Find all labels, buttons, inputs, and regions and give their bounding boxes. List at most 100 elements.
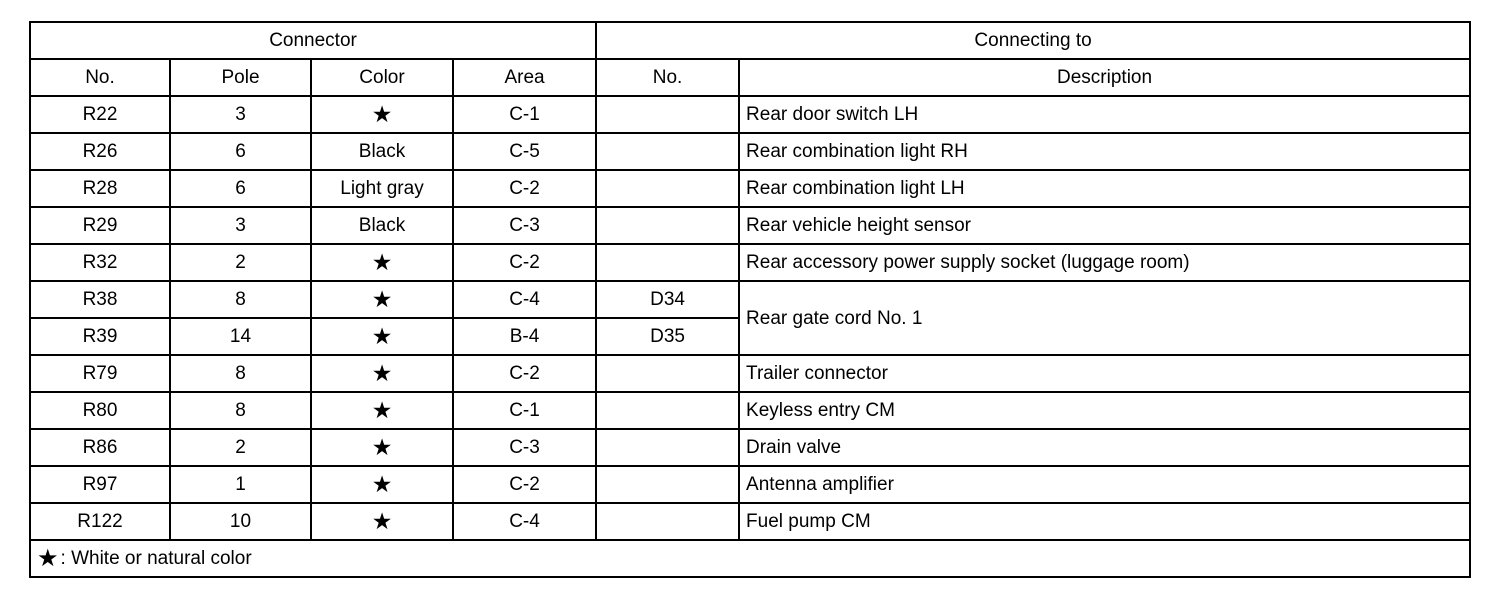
cell-connector-area: B-4	[451, 317, 598, 356]
table-header: Connector Connecting to No. Pole Color A…	[28, 21, 1472, 97]
cell-connector-area: C-1	[451, 391, 598, 430]
star-icon: ★	[371, 249, 393, 275]
star-icon: ★	[371, 434, 393, 460]
cell-connecting-description: Fuel pump CM	[738, 502, 1472, 541]
cell-connector-no: R28	[29, 169, 171, 208]
footnote-cell: ★: White or natural color	[28, 539, 1472, 578]
cell-connector-pole: 3	[169, 95, 312, 134]
cell-connector-pole: 8	[169, 391, 312, 430]
column-header-description: Description	[738, 58, 1472, 97]
cell-connector-no: R32	[29, 243, 171, 282]
column-header-row: No. Pole Color Area No. Description	[29, 58, 1472, 97]
cell-connecting-description: Rear combination light LH	[738, 169, 1472, 208]
column-header-to-no: No.	[595, 58, 741, 97]
star-icon: ★	[371, 323, 393, 349]
cell-connecting-description: Drain valve	[738, 428, 1472, 467]
column-header-area: Area	[451, 58, 598, 97]
cell-connecting-no	[595, 354, 741, 393]
cell-connecting-no	[595, 95, 741, 134]
column-header-pole: Pole	[169, 58, 312, 97]
cell-connector-pole: 3	[169, 206, 312, 245]
cell-connector-color: ★	[310, 95, 454, 134]
cell-connector-color: ★	[310, 502, 454, 541]
cell-connector-no: R38	[29, 280, 171, 319]
star-icon: ★	[371, 360, 393, 386]
cell-connector-area: C-4	[451, 502, 598, 541]
cell-connector-pole: 6	[169, 132, 312, 171]
cell-connector-color: Black	[310, 206, 454, 245]
cell-connector-pole: 6	[169, 169, 312, 208]
cell-connector-area: C-2	[451, 169, 598, 208]
group-header-connecting-to: Connecting to	[595, 21, 1472, 60]
cell-connecting-description: Rear door switch LH	[738, 95, 1472, 134]
star-icon: ★	[371, 286, 393, 312]
star-icon: ★	[371, 397, 393, 423]
cell-connector-pole: 2	[169, 243, 312, 282]
table-footer: ★: White or natural color	[28, 539, 1472, 578]
cell-connecting-no: D34	[595, 280, 741, 319]
group-header-row: Connector Connecting to	[28, 21, 1472, 60]
cell-connector-area: C-3	[451, 206, 598, 245]
connector-table: Connector Connecting to No. Pole Color A…	[28, 21, 1472, 578]
cell-connector-pole: 14	[169, 317, 312, 356]
cell-connecting-no: D35	[595, 317, 741, 356]
cell-connecting-description: Keyless entry CM	[738, 391, 1472, 430]
cell-connector-no: R29	[29, 206, 171, 245]
cell-connector-no: R122	[29, 502, 171, 541]
cell-connector-no: R79	[29, 354, 171, 393]
cell-connector-area: C-1	[451, 95, 598, 134]
cell-connector-pole: 1	[169, 465, 312, 504]
cell-connector-area: C-2	[451, 243, 598, 282]
cell-connector-no: R26	[29, 132, 171, 171]
group-header-connector: Connector	[28, 21, 598, 60]
cell-connecting-no	[595, 132, 741, 171]
cell-connector-no: R22	[29, 95, 171, 134]
cell-connecting-description: Antenna amplifier	[738, 465, 1472, 504]
cell-connecting-description: Rear vehicle height sensor	[738, 206, 1472, 245]
column-header-no: No.	[29, 58, 171, 97]
column-header-color: Color	[310, 58, 454, 97]
cell-connector-no: R97	[29, 465, 171, 504]
cell-connecting-no	[595, 391, 741, 430]
cell-connector-area: C-3	[451, 428, 598, 467]
cell-connector-no: R80	[29, 391, 171, 430]
cell-connector-area: C-2	[451, 465, 598, 504]
cell-connecting-no	[595, 169, 741, 208]
cell-connector-color: Black	[310, 132, 454, 171]
cell-connecting-no	[595, 502, 741, 541]
cell-connector-color: ★	[310, 243, 454, 282]
cell-connector-color: ★	[310, 465, 454, 504]
cell-connector-color: ★	[310, 354, 454, 393]
cell-connecting-no	[595, 206, 741, 245]
cell-connector-pole: 8	[169, 280, 312, 319]
footnote-text: : White or natural color	[60, 547, 252, 569]
cell-connector-pole: 8	[169, 354, 312, 393]
cell-connector-no: R39	[29, 317, 171, 356]
cell-connector-color: ★	[310, 428, 454, 467]
star-icon: ★	[371, 101, 393, 127]
cell-connector-color: ★	[310, 391, 454, 430]
cell-connector-pole: 10	[169, 502, 312, 541]
cell-connector-color: ★	[310, 317, 454, 356]
star-icon: ★	[37, 544, 59, 572]
cell-connector-area: C-2	[451, 354, 598, 393]
cell-connector-color: ★	[310, 280, 454, 319]
cell-connecting-description: Trailer connector	[738, 354, 1472, 393]
cell-connector-color: Light gray	[310, 169, 454, 208]
cell-connecting-no	[595, 465, 741, 504]
star-icon: ★	[371, 471, 393, 497]
